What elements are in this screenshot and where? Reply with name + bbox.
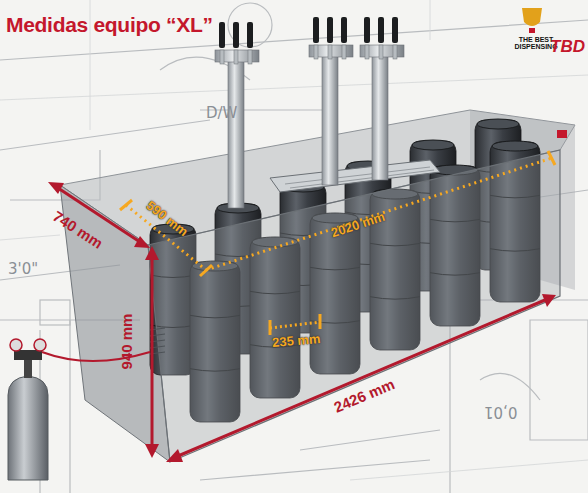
logo-trophy [522, 8, 542, 33]
plan-note: 3'0" [8, 262, 38, 277]
logo-mark: TBD [550, 38, 585, 55]
dimension-arrows [48, 182, 556, 462]
plan-note: 0,01 [484, 404, 517, 419]
tap-towers [215, 17, 404, 208]
page-title: Medidas equipo “XL” [6, 14, 213, 35]
dimension-label: 940 mm [119, 314, 134, 370]
plan-note: D/W [206, 106, 237, 121]
plan-lines [0, 3, 588, 493]
orange-dims [126, 158, 552, 270]
dimension-label: 235 mm [272, 332, 321, 349]
